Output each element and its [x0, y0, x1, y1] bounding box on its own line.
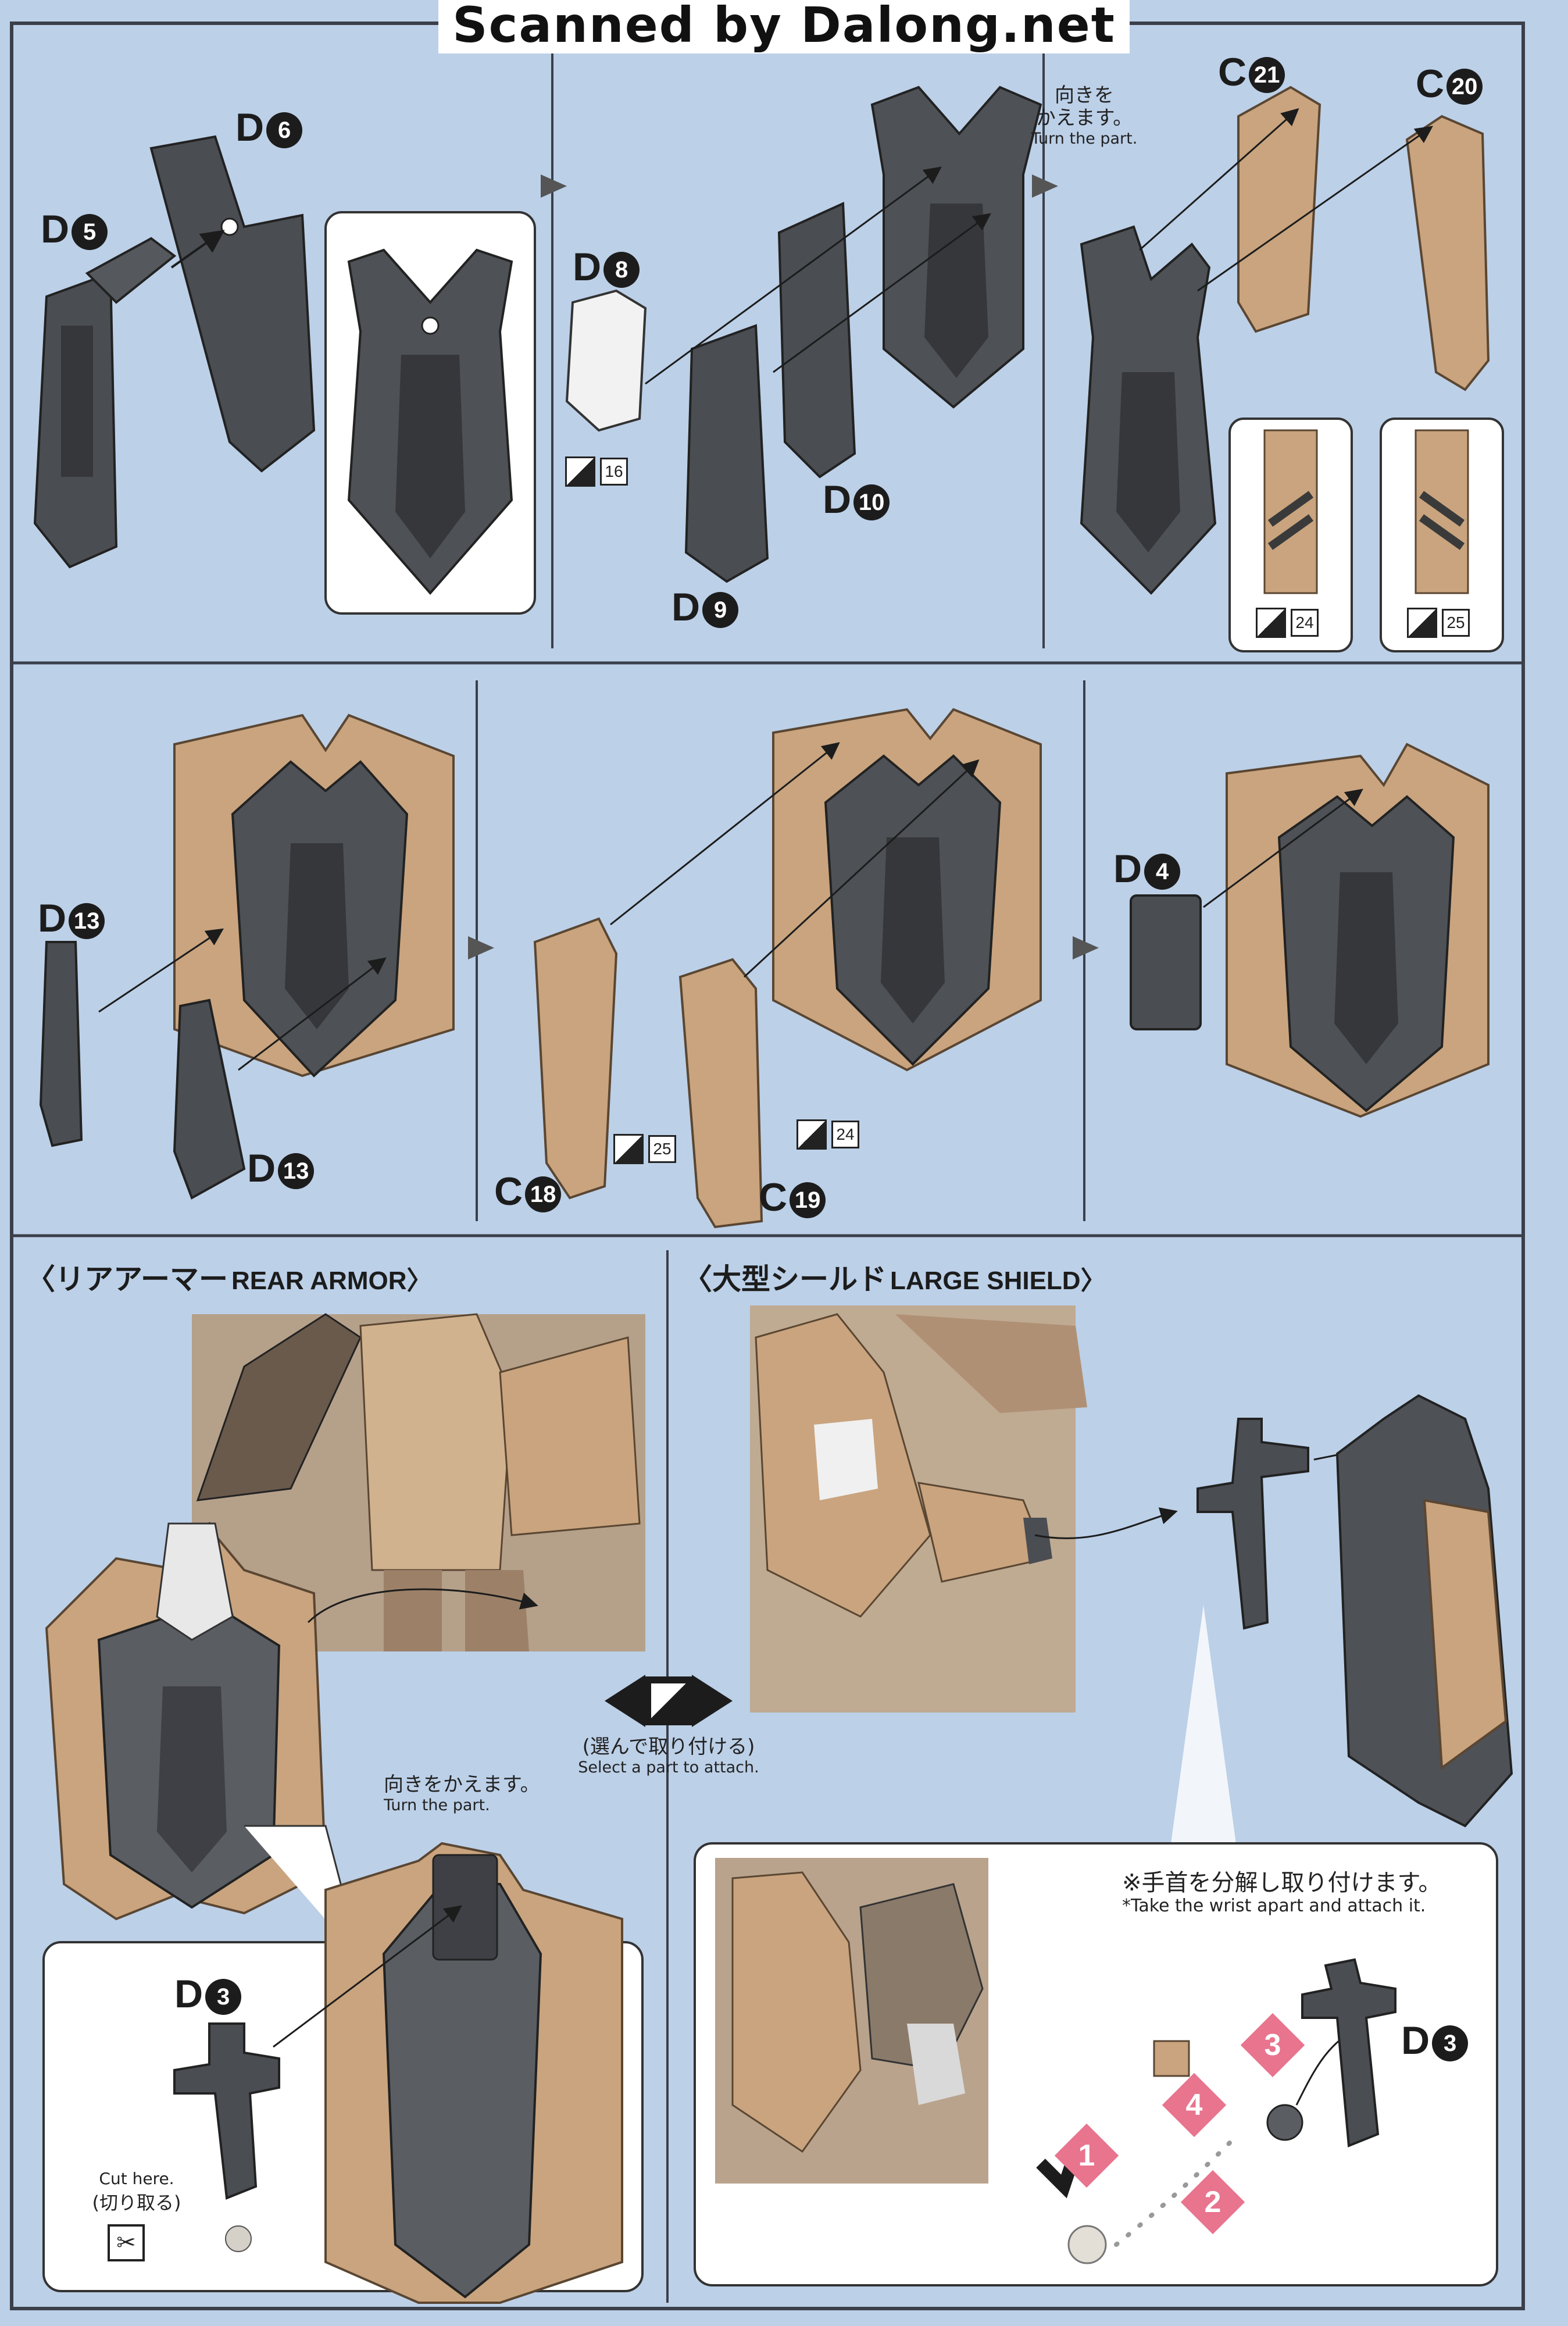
part-d3-rear — [173, 2022, 280, 2200]
part-inner-frame-preview — [347, 248, 513, 595]
scan-watermark: Scanned by Dalong.net — [0, 0, 1568, 53]
sticker-icon — [565, 456, 595, 487]
part-c19 — [678, 958, 763, 1229]
part-c21 — [1237, 85, 1321, 333]
sticker-25-middle: 25 — [613, 1134, 676, 1164]
sticker-16: 16 — [565, 456, 628, 487]
turn-part-note-top: 向きを かえます。 Turn the part. — [1031, 84, 1138, 148]
part-d8 — [565, 289, 647, 432]
step-badge-1: 1 — [1054, 2123, 1119, 2188]
part-d5 — [33, 237, 177, 569]
wrist-joint-part — [1266, 2104, 1303, 2141]
part-d6 — [149, 135, 316, 473]
part-d13b — [173, 998, 246, 1200]
part-d3-shield — [1196, 1418, 1309, 1630]
sticker-icon — [1256, 608, 1286, 638]
wrist-note: ※手首を分解し取り付けます。 *Take the wrist apart and… — [1122, 1870, 1442, 1916]
select-part-note: (選んで取り付ける) Select a part to attach. — [578, 1735, 759, 1777]
part-shield-tan-assembly-2 — [772, 708, 1042, 1072]
wrist-cover-part — [1153, 2040, 1190, 2077]
part-d13a — [39, 941, 83, 1147]
step-badge-3: 3 — [1240, 2013, 1305, 2078]
part-c18 — [533, 917, 618, 1200]
part-d9 — [684, 324, 769, 583]
select-arrow-right — [692, 1675, 733, 1727]
part-c20 — [1405, 115, 1490, 391]
step-badge-4: 4 — [1162, 2072, 1227, 2138]
rear-armor-assembly — [45, 1522, 327, 1921]
turn-part-note-rear: 向きをかえます。 Turn the part. — [384, 1773, 540, 1815]
sticker-icon — [1407, 608, 1437, 638]
part-frame-turned — [1080, 225, 1217, 595]
part-d4 — [1130, 894, 1202, 1030]
sticker-24-top: 24 — [1256, 608, 1319, 638]
large-shield — [1335, 1394, 1513, 1828]
step-badge-2: 2 — [1180, 2170, 1245, 2235]
rear-armor-back-view — [324, 1842, 623, 2304]
cut-nipper-icon: ✂ — [108, 2224, 145, 2261]
mobile-suit-wrist-detail — [715, 1858, 988, 2184]
sticker-25-top: 25 — [1407, 608, 1470, 638]
select-arrow-left — [605, 1675, 645, 1727]
part-shield-tan-assembly-3 — [1226, 743, 1490, 1118]
cut-here-note: Cut here. (切り取る) — [92, 2169, 181, 2214]
select-part-icon — [644, 1676, 693, 1725]
part-shield-tan-assembly-1 — [173, 714, 455, 1078]
part-frame-assembly — [870, 85, 1042, 409]
wrist-hand-part — [1067, 2225, 1107, 2264]
sticker-icon — [613, 1134, 644, 1164]
mobile-suit-shield-arm-view — [750, 1305, 1087, 1713]
mobile-suit-rear-view — [192, 1313, 645, 1651]
part-d3-wrist — [1301, 1958, 1396, 2147]
sticker-24-middle: 24 — [796, 1119, 859, 1150]
sticker-icon — [796, 1119, 827, 1150]
